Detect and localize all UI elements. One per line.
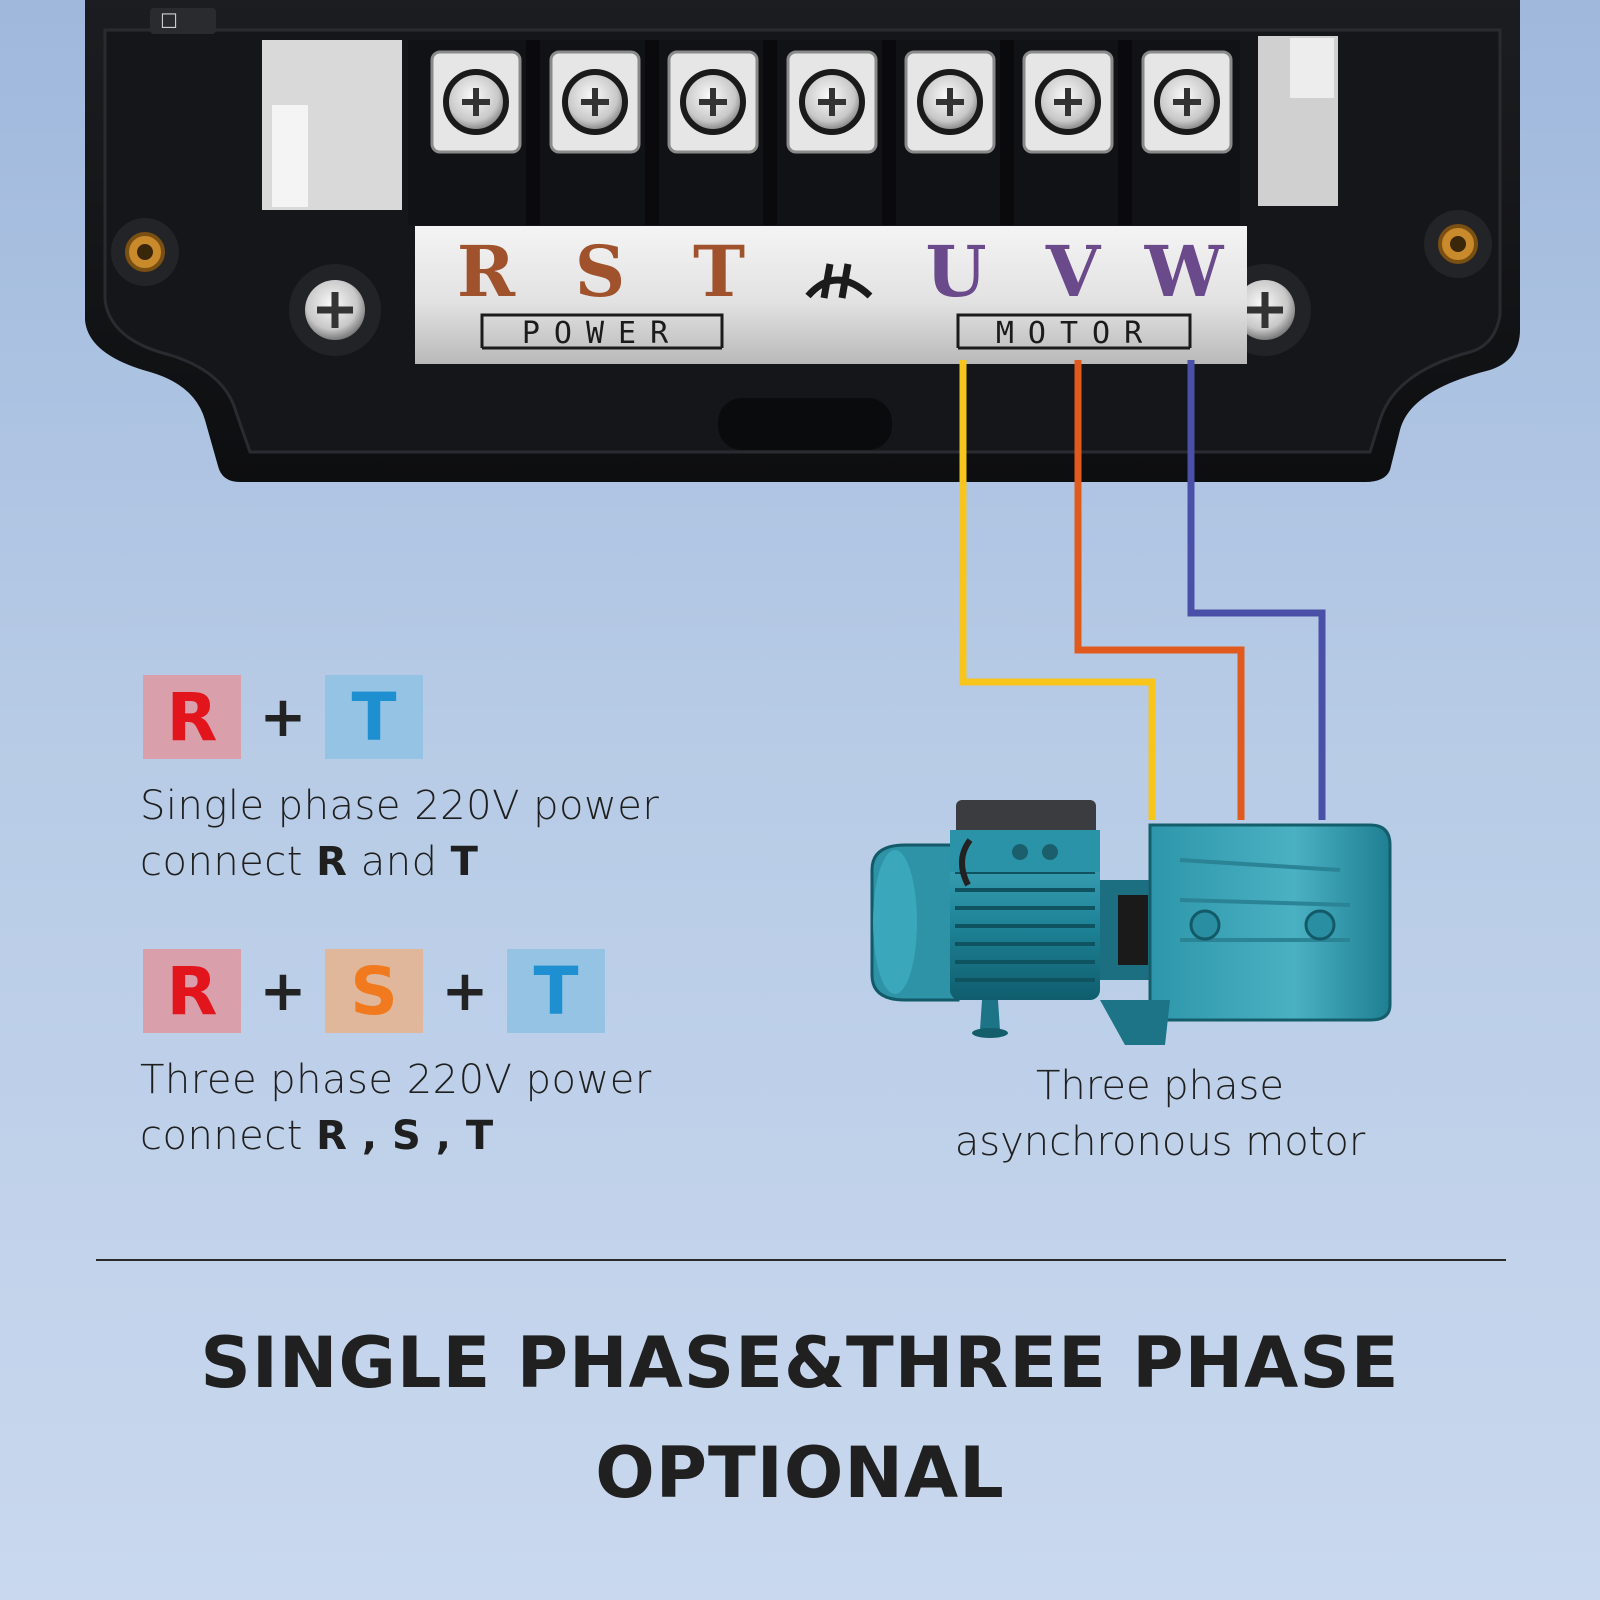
terminal-screw bbox=[1022, 40, 1132, 225]
motor-caption: Three phase asynchronous motor bbox=[900, 1058, 1420, 1170]
motor-image bbox=[870, 800, 1392, 1045]
motor-caption-line2: asynchronous motor bbox=[954, 1119, 1366, 1165]
badge-s: S bbox=[325, 949, 423, 1033]
terminal-screw bbox=[430, 40, 540, 225]
wire-w bbox=[1187, 360, 1326, 820]
terminal-label-u: U bbox=[925, 230, 986, 313]
wire-u bbox=[959, 360, 1156, 820]
ground-icon bbox=[805, 263, 873, 299]
badge-r: R bbox=[143, 675, 241, 759]
three-phase-badges: R + S + T bbox=[143, 949, 605, 1033]
terminal-screw bbox=[904, 40, 1014, 225]
badge-t: T bbox=[507, 949, 605, 1033]
plus-sign: + bbox=[441, 958, 489, 1024]
three-phase-line2: connect R , S , T bbox=[140, 1113, 494, 1159]
motor-label: MOTOR bbox=[996, 316, 1156, 351]
terminal-screw bbox=[667, 40, 777, 225]
terminal-screw bbox=[786, 40, 896, 225]
headline-line1: SINGLE PHASE&THREE PHASE bbox=[200, 1322, 1400, 1404]
power-label: POWER bbox=[522, 316, 682, 351]
single-phase-caption: Single phase 220V power connect R and T bbox=[140, 778, 659, 890]
terminal-label-r: R bbox=[457, 230, 516, 313]
headline-line2: OPTIONAL bbox=[595, 1432, 1005, 1514]
wire-v bbox=[1074, 360, 1245, 820]
single-phase-line2: connect R and T bbox=[140, 839, 479, 885]
terminal-screw bbox=[1141, 50, 1233, 154]
three-phase-caption: Three phase 220V power connect R , S , T bbox=[140, 1052, 652, 1164]
single-phase-badges: R + T bbox=[143, 675, 423, 759]
badge-r: R bbox=[143, 949, 241, 1033]
terminal-label-t: T bbox=[693, 230, 745, 313]
plus-sign: + bbox=[259, 958, 307, 1024]
motor-caption-line1: Three phase bbox=[1036, 1063, 1284, 1109]
motor-wires bbox=[959, 360, 1326, 820]
divider bbox=[96, 1259, 1506, 1261]
svg-text:☐: ☐ bbox=[160, 9, 178, 33]
terminal-label-w: W bbox=[1144, 230, 1225, 313]
terminal-screw bbox=[549, 40, 659, 225]
three-phase-line1: Three phase 220V power bbox=[140, 1057, 652, 1103]
plus-sign: + bbox=[259, 684, 307, 750]
terminal-label-v: V bbox=[1045, 230, 1102, 313]
terminal-label-s: S bbox=[575, 230, 626, 313]
badge-t: T bbox=[325, 675, 423, 759]
single-phase-line1: Single phase 220V power bbox=[140, 783, 660, 829]
